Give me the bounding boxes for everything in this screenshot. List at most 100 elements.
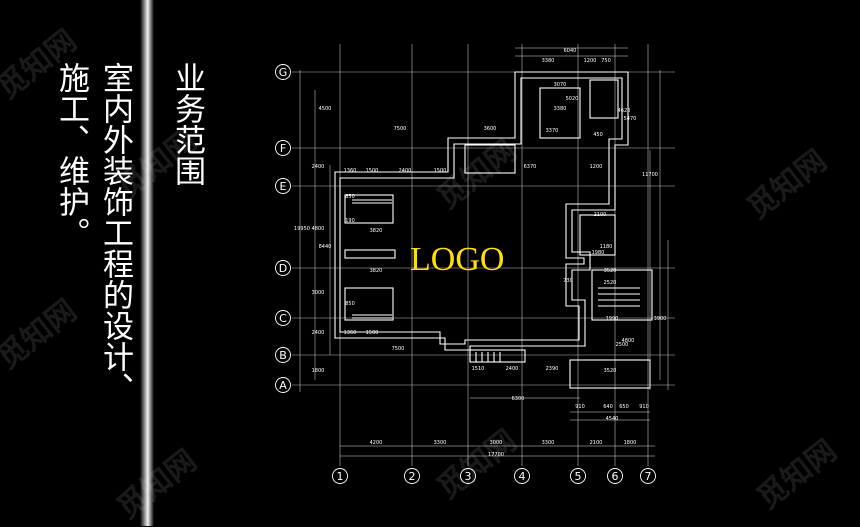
dimension-label: 190 <box>345 218 355 224</box>
dimension-label: 640 <box>603 404 613 410</box>
dimension-label: 4800 <box>622 338 635 344</box>
axis-label-row: D <box>279 262 287 275</box>
watermark: 觅知网 <box>110 443 204 527</box>
axis-bubble-column <box>607 468 623 484</box>
light-divider <box>140 0 154 526</box>
dimension-label: 3900 <box>654 316 667 322</box>
axis-label-row: G <box>279 66 288 79</box>
axis-label-row: F <box>280 142 286 155</box>
dimension-label: 7500 <box>392 346 405 352</box>
axis-bubble-row <box>275 140 291 156</box>
axis-label-column: 5 <box>575 470 582 483</box>
axis-label-column: 1 <box>337 470 344 483</box>
dimension-label: 3300 <box>434 440 447 446</box>
dimension-label: 2400 <box>399 168 412 174</box>
dimension-label: 4540 <box>606 416 619 422</box>
axis-bubble-column <box>404 468 420 484</box>
dimension-label: 3000 <box>490 440 503 446</box>
dimension-label: 1500 <box>366 330 379 336</box>
dimension-label: 1990 <box>606 316 619 322</box>
dimension-label: 2520 <box>604 280 617 286</box>
dimension-label: 650 <box>619 404 629 410</box>
axis-label-row: A <box>279 379 287 392</box>
dimension-label: 910 <box>575 404 585 410</box>
dimension-label: 3000 <box>312 290 325 296</box>
dimension-label: 1980 <box>592 250 605 256</box>
dimension-label: 3300 <box>542 440 555 446</box>
description-line-1: 室内外装饰工程的设计、 <box>97 62 133 403</box>
axis-bubble-row <box>275 178 291 194</box>
axis-bubble-column <box>514 468 530 484</box>
axis-label-column: 3 <box>465 470 472 483</box>
dimension-label: 2400 <box>312 164 325 170</box>
description-line-2: 施工、维护。 <box>53 62 89 248</box>
axis-label-column: 7 <box>645 470 652 483</box>
dimension-label: 2100 <box>594 212 607 218</box>
dimension-lines <box>299 47 669 457</box>
dimension-label: 1500 <box>434 168 447 174</box>
dimension-label: 6300 <box>512 396 525 402</box>
dimension-label: 3070 <box>554 82 567 88</box>
dimension-label: 2400 <box>506 366 519 372</box>
dimension-label: 4620 <box>618 108 631 114</box>
axis-bubble-row <box>275 260 291 276</box>
dimension-label: 11700 <box>642 172 658 178</box>
dimension-label: 4800 <box>312 226 325 232</box>
dimension-label: 4200 <box>370 440 383 446</box>
dimension-label: 2390 <box>546 366 559 372</box>
dimension-label: 730 <box>563 278 573 284</box>
dimension-label: 1800 <box>624 440 637 446</box>
dimension-label: 5020 <box>566 96 579 102</box>
dimension-label: 1500 <box>366 168 379 174</box>
dimension-label: 17700 <box>488 452 504 458</box>
dimension-label: 750 <box>601 58 611 64</box>
watermark: 觅知网 <box>0 293 84 377</box>
dimension-label: 3820 <box>370 268 383 274</box>
dimension-label: 450 <box>593 132 603 138</box>
dimension-label: 2100 <box>590 440 603 446</box>
watermark: 觅知网 <box>750 433 844 517</box>
axis-label-row: E <box>280 180 287 193</box>
dimension-label: 4500 <box>319 106 332 112</box>
dimension-label: 3520 <box>604 368 617 374</box>
dimension-label: 1200 <box>590 164 603 170</box>
axis-bubble-row <box>275 347 291 363</box>
dimension-label: 2400 <box>312 330 325 336</box>
dimension-label: 3600 <box>484 126 497 132</box>
dimension-label: 19950 <box>294 226 310 232</box>
dimension-label: 850 <box>345 301 355 307</box>
dimension-label: 1800 <box>312 368 325 374</box>
axis-bubble-column <box>570 468 586 484</box>
dimension-label: 3380 <box>554 106 567 112</box>
dimension-label: 1510 <box>472 366 485 372</box>
dimension-label: 6370 <box>524 164 537 170</box>
axis-bubble-column <box>332 468 348 484</box>
dimension-label: 1360 <box>344 168 357 174</box>
watermark: 觅知网 <box>740 143 834 227</box>
dimension-label: 1180 <box>600 244 613 250</box>
dimension-label: 6040 <box>564 48 577 54</box>
dimension-label: 2500 <box>616 342 629 348</box>
dimension-label: 1200 <box>584 58 597 64</box>
axis-bubble-column <box>640 468 656 484</box>
dimension-label: 3520 <box>604 268 617 274</box>
axis-label-row: B <box>279 349 287 362</box>
dimension-label: 7500 <box>394 126 407 132</box>
axis-label-column: 6 <box>612 470 619 483</box>
dimension-label: 8440 <box>319 244 332 250</box>
axis-label-row: C <box>279 312 287 325</box>
dimension-label: 850 <box>345 194 355 200</box>
logo-text: LOGO <box>410 241 505 278</box>
dimension-label: 3820 <box>370 228 383 234</box>
wall-outlines <box>334 71 653 389</box>
dimension-label: 1360 <box>344 330 357 336</box>
axis-bubble-row <box>275 64 291 80</box>
dimension-label: 5470 <box>624 116 637 122</box>
dimension-label: 3380 <box>542 58 555 64</box>
dimension-label: 910 <box>639 404 649 410</box>
axis-bubble-row <box>275 310 291 326</box>
